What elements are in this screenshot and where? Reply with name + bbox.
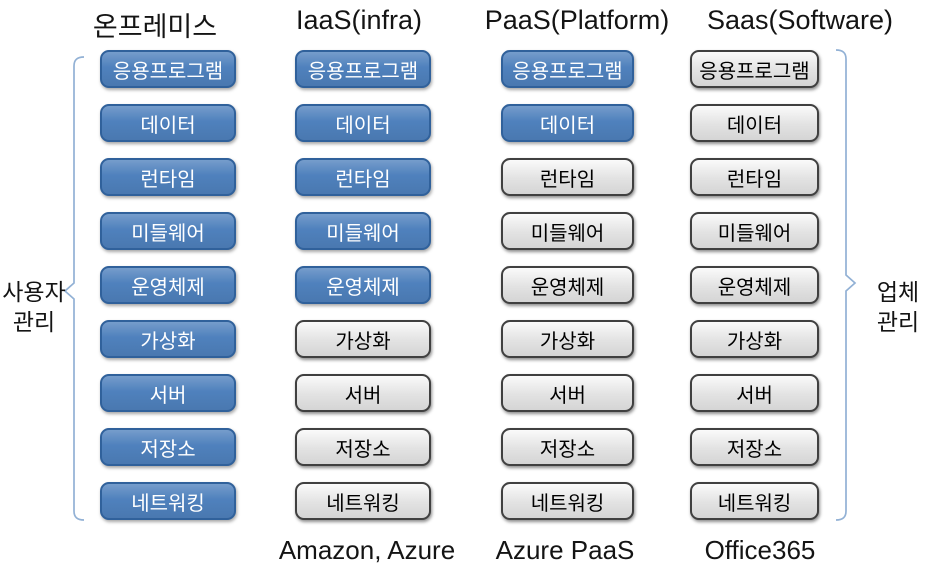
iaas-layer-box-server: 서버: [295, 374, 431, 412]
left-bracket: [63, 56, 85, 521]
iaas-layer-box-virtualization: 가상화: [295, 320, 431, 358]
paas-layer-box-data: 데이터: [501, 104, 634, 142]
paas-layer-box-os: 운영체제: [501, 266, 634, 304]
column-header-saas: Saas(Software): [706, 5, 894, 35]
column-header-iaas: IaaS(infra): [295, 5, 423, 35]
onpremise-layer-box-application: 응용프로그램: [100, 50, 236, 88]
onpremise-layer-box-virtualization: 가상화: [100, 320, 236, 358]
footer-label-saas: Office365: [704, 535, 816, 565]
saas-layer-box-virtualization: 가상화: [690, 320, 819, 358]
saas-layer-box-networking: 네트워킹: [690, 482, 819, 520]
paas-layer-box-application: 응용프로그램: [501, 50, 634, 88]
saas-layer-box-middleware: 미들웨어: [690, 212, 819, 250]
onpremise-layer-box-storage: 저장소: [100, 428, 236, 466]
onpremise-layer-box-middleware: 미들웨어: [100, 212, 236, 250]
saas-layer-box-server: 서버: [690, 374, 819, 412]
vendor-managed-label-line1: 업체: [876, 279, 920, 305]
right-bracket: [835, 49, 857, 521]
paas-layer-box-virtualization: 가상화: [501, 320, 634, 358]
iaas-layer-box-os: 운영체제: [295, 266, 431, 304]
iaas-layer-box-middleware: 미들웨어: [295, 212, 431, 250]
onpremise-layer-box-networking: 네트워킹: [100, 482, 236, 520]
saas-layer-box-data: 데이터: [690, 104, 819, 142]
user-managed-label-line1: 사용자: [2, 279, 66, 305]
paas-layer-box-middleware: 미들웨어: [501, 212, 634, 250]
onpremise-layer-box-server: 서버: [100, 374, 236, 412]
paas-layer-box-networking: 네트워킹: [501, 482, 634, 520]
vendor-managed-label-line2: 관리: [876, 309, 920, 335]
iaas-layer-box-networking: 네트워킹: [295, 482, 431, 520]
paas-layer-box-server: 서버: [501, 374, 634, 412]
iaas-layer-box-data: 데이터: [295, 104, 431, 142]
column-header-paas: PaaS(Platform): [484, 5, 670, 35]
saas-layer-box-runtime: 런타임: [690, 158, 819, 196]
iaas-layer-box-runtime: 런타임: [295, 158, 431, 196]
footer-label-paas: Azure PaaS: [495, 535, 635, 565]
vendor-managed-bracket-label: 업체 관리: [866, 277, 930, 337]
paas-layer-box-runtime: 런타임: [501, 158, 634, 196]
column-header-onpremise: 온프레미스: [92, 12, 218, 42]
iaas-layer-box-application: 응용프로그램: [295, 50, 431, 88]
iaas-layer-box-storage: 저장소: [295, 428, 431, 466]
user-managed-bracket-label: 사용자 관리: [2, 277, 66, 337]
onpremise-layer-box-runtime: 런타임: [100, 158, 236, 196]
onpremise-layer-box-data: 데이터: [100, 104, 236, 142]
saas-layer-box-application: 응용프로그램: [690, 50, 819, 88]
user-managed-label-line2: 관리: [12, 309, 56, 335]
paas-layer-box-storage: 저장소: [501, 428, 634, 466]
saas-layer-box-storage: 저장소: [690, 428, 819, 466]
footer-label-iaas: Amazon, Azure: [278, 535, 456, 565]
saas-layer-box-os: 운영체제: [690, 266, 819, 304]
onpremise-layer-box-os: 운영체제: [100, 266, 236, 304]
